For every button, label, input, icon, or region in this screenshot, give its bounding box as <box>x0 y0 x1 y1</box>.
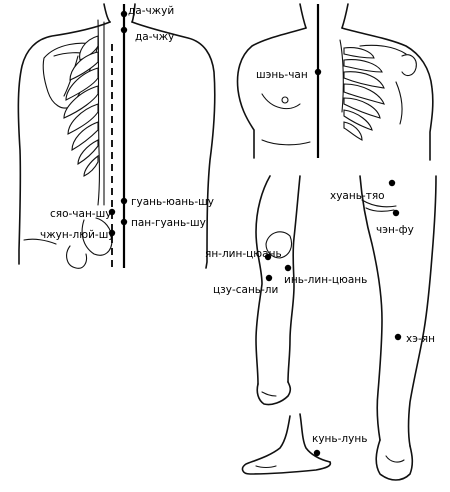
point-guan-yuan-shu <box>120 197 128 205</box>
front-torso-figure <box>236 3 434 161</box>
point-chen-fu <box>392 209 400 217</box>
point-in-lin-tsyuan <box>284 264 292 272</box>
point-chzhun-lyuy-shu <box>108 229 116 237</box>
point-yan-lin-tsyuan <box>264 253 272 261</box>
label-he-yan: хэ-ян <box>406 333 435 345</box>
leg-figure <box>241 175 437 481</box>
label-tszu-san-li: цзу-сань-ли <box>213 284 278 296</box>
label-shen-chan: шэнь-чан <box>256 69 308 81</box>
label-chen-fu: чэн-фу <box>376 224 414 236</box>
point-tszu-san-li <box>265 274 273 282</box>
point-da-chzhuy <box>120 10 128 18</box>
point-he-yan <box>394 333 402 341</box>
point-da-chzhu <box>120 26 128 34</box>
point-shen-chan <box>314 68 322 76</box>
label-huan-tyao: хуань-тяо <box>330 190 385 202</box>
label-in-lin-tsyuan: инь-лин-цюань <box>284 274 367 286</box>
point-huan-tyao <box>388 179 396 187</box>
label-kun-lun: кунь-лунь <box>312 433 367 445</box>
labels-layer: да-чжуй да-чжу шэнь-чан гуань-юань-шу ся… <box>40 5 435 445</box>
label-da-chzhuy: да-чжуй <box>128 5 174 17</box>
point-pan-guan-shu <box>120 218 128 226</box>
label-syao-chan-shu: сяо-чан-шу <box>50 208 111 220</box>
label-pan-guan-shu: пан-гуань-шу <box>131 217 206 229</box>
point-syao-chan-shu <box>108 208 116 216</box>
points-layer <box>108 10 402 457</box>
label-yan-lin-tsyuan: ян-лин-цюань <box>205 248 282 260</box>
label-chzhun-lyuy-shu: чжун-люй-шу <box>40 229 115 241</box>
label-guan-yuan-shu: гуань-юань-шу <box>131 196 214 208</box>
label-da-chzhu: да-чжу <box>135 31 174 43</box>
point-kun-lun <box>313 449 321 457</box>
